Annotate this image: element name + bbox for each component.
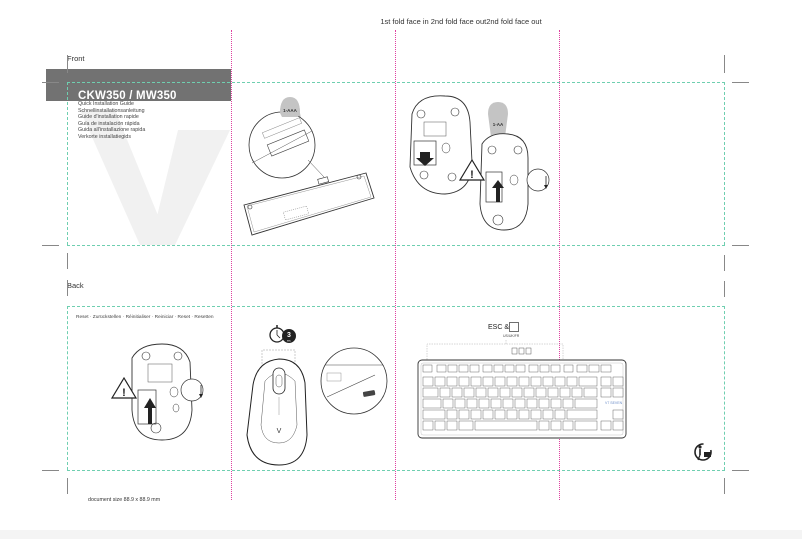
crop-mark [42,470,59,471]
battery-label-aa: 1-AA [493,122,504,127]
reset-instructions: Reset · Zurückstellen · Réinitialiser · … [76,315,214,320]
trim-line-top [67,82,725,83]
crop-mark [42,82,59,83]
crop-mark [67,55,68,73]
crop-mark [724,478,725,494]
keyboard-layout-illustration: V7 SEVEN [417,340,627,439]
svg-text:V: V [277,428,282,435]
crop-mark [724,281,725,297]
guide-title: Guide d'installation rapide [78,114,139,121]
guide-title-list: Quick Installation Guide Schnellinstalla… [78,101,145,141]
front-label: Front [67,54,85,63]
guide-title: Verkorte installatiegids [78,133,131,140]
esc-label: ESC & [488,324,510,331]
esc-sub-label: US/UK/FR [503,334,520,338]
v7-watermark-logo [80,110,230,245]
keyboard-brand: V7 SEVEN [605,401,623,405]
crop-mark [724,55,725,73]
guide-title: Schnellinstallationsanleitung [78,107,145,114]
trim-line-left-bottom [67,306,68,470]
page-bottom-strip [0,530,802,539]
crop-mark [724,255,725,271]
battery-label-aaa: 1-AAA [283,108,298,113]
fold-instructions: 1st fold face in 2nd fold face out2nd fo… [380,17,542,26]
guide-title: Quick Installation Guide [78,101,134,107]
trim-line-right-bottom [724,306,725,470]
warning-triangle-icon [458,158,486,181]
crop-mark [732,82,749,83]
guide-title: Guida all'installazione rapida [78,127,146,134]
document-size: document size 88.9 x 88.9 mm [88,497,161,503]
fold-line-3 [559,30,560,500]
trim-line-mid-upper [67,245,725,246]
crop-mark [67,253,68,269]
guide-title: Guía de instalación rápida [78,120,140,127]
recycling-person-icon [694,443,712,461]
crop-mark [67,478,68,494]
trim-line-mid-lower [67,306,725,307]
esc-key-icon [509,322,519,332]
svg-text:sec: sec [287,340,292,343]
trim-line-left-top [67,82,68,245]
mouse-pairing-illustration: 3 sec V [246,325,388,466]
title-band [46,69,231,101]
timer-seconds: 3 [287,332,291,339]
crop-mark [732,470,749,471]
crop-mark [732,245,749,246]
svg-text:!: ! [470,169,474,181]
back-label: Back [67,281,84,290]
crop-mark [42,245,59,246]
mouse-reset-illustration: ! [110,343,204,441]
fold-line-2 [395,30,396,500]
fold-line-1 [231,30,232,500]
keyboard-battery-illustration: 1-AAA [243,97,375,236]
trim-line-right-top [724,82,725,245]
mouse-battery-illustration: 1-AA ! [409,95,550,231]
crop-mark [67,280,68,296]
product-title: CKW350 / MW350 [78,90,177,102]
svg-text:!: ! [122,387,126,399]
trim-line-bottom [67,470,725,471]
